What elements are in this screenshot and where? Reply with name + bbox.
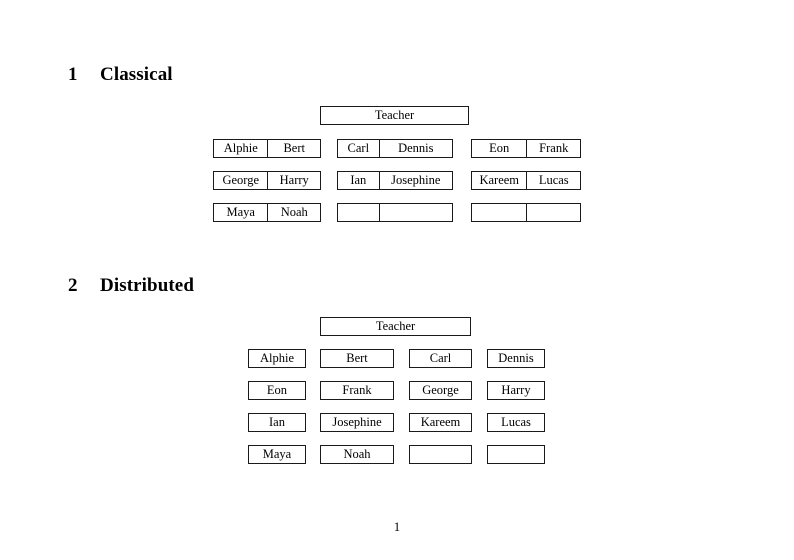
pair-cell[interactable]: Frank	[526, 140, 580, 157]
pair-cell[interactable]: Noah	[267, 204, 320, 221]
classical-right-group-row-1[interactable]: Eon Frank	[471, 139, 581, 158]
pair-cell[interactable]: Eon	[489, 141, 510, 155]
pair-cell[interactable]: Alphie	[223, 141, 258, 155]
distributed-box[interactable]: Dennis	[487, 349, 545, 368]
distributed-box[interactable]: Harry	[487, 381, 545, 400]
distributed-box[interactable]: Eon	[248, 381, 306, 400]
section-number: 1	[68, 64, 78, 85]
classical-middle-group-row-3[interactable]	[337, 203, 453, 222]
distributed-box[interactable]	[409, 445, 472, 464]
distributed-box[interactable]: Josephine	[320, 413, 394, 432]
section-heading-distributed: 2 Distributed	[68, 275, 194, 297]
classical-middle-group-row-2[interactable]: Ian Josephine	[337, 171, 453, 190]
distributed-box[interactable]	[487, 445, 545, 464]
pair-cell[interactable]: Lucas	[526, 172, 580, 189]
page-number: 1	[393, 520, 401, 534]
pair-cell[interactable]: Josephine	[378, 172, 452, 189]
pair-cell[interactable]	[378, 204, 452, 221]
classical-left-group-row-1[interactable]: Alphie Bert	[213, 139, 321, 158]
distributed-box[interactable]: Kareem	[409, 413, 472, 432]
pair-cell[interactable]	[526, 204, 580, 221]
pair-cell[interactable]: Carl	[347, 141, 370, 155]
classical-teacher-box[interactable]: Teacher	[320, 106, 469, 125]
pair-cell[interactable]: Kareem	[479, 173, 520, 187]
pair-cell[interactable]: Harry	[267, 172, 320, 189]
distributed-box[interactable]: Ian	[248, 413, 306, 432]
distributed-box[interactable]: Maya	[248, 445, 306, 464]
pair-cell[interactable]	[472, 204, 526, 221]
distributed-box[interactable]: George	[409, 381, 472, 400]
pair-cell[interactable]: George	[222, 173, 260, 187]
distributed-teacher-box[interactable]: Teacher	[320, 317, 471, 336]
pair-cell[interactable]	[338, 204, 379, 221]
distributed-box[interactable]: Carl	[409, 349, 472, 368]
distributed-box[interactable]: Lucas	[487, 413, 545, 432]
section-title: Classical	[100, 64, 173, 85]
classical-middle-group-row-1[interactable]: Carl Dennis	[337, 139, 453, 158]
distributed-box[interactable]: Noah	[320, 445, 394, 464]
classical-left-group-row-2[interactable]: George Harry	[213, 171, 321, 190]
pair-cell[interactable]: Dennis	[378, 140, 452, 157]
pair-cell[interactable]: Maya	[226, 205, 255, 219]
distributed-box[interactable]: Frank	[320, 381, 394, 400]
pair-cell[interactable]: Ian	[350, 173, 367, 187]
distributed-box[interactable]: Bert	[320, 349, 394, 368]
section-heading-classical: 1 Classical	[68, 64, 173, 86]
section-title: Distributed	[100, 275, 194, 296]
distributed-box[interactable]: Alphie	[248, 349, 306, 368]
section-number: 2	[68, 275, 78, 296]
pair-cell[interactable]: Bert	[267, 140, 320, 157]
classical-right-group-row-3[interactable]	[471, 203, 581, 222]
classical-right-group-row-2[interactable]: Kareem Lucas	[471, 171, 581, 190]
classical-left-group-row-3[interactable]: Maya Noah	[213, 203, 321, 222]
